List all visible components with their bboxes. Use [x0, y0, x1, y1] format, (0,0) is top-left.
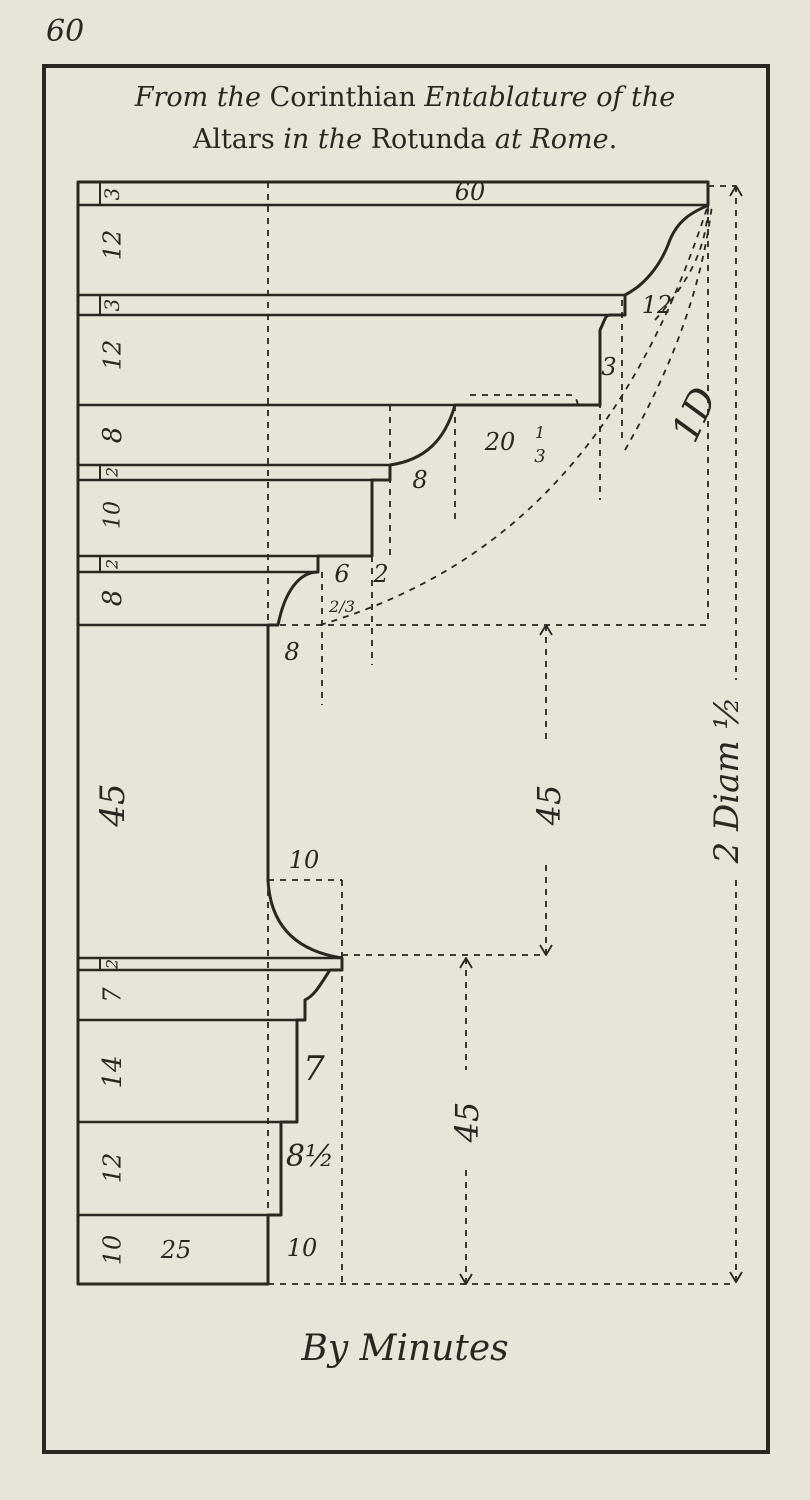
- title-run: Corinthian: [269, 82, 425, 113]
- title-run: at Rome: [494, 124, 609, 155]
- left-height-label: 3: [100, 299, 124, 312]
- left-height-label: 12: [98, 230, 126, 261]
- label-cornice-3: 3: [601, 353, 616, 381]
- label-base-8: 8: [284, 638, 299, 666]
- label-fillet-2: 2: [372, 560, 388, 588]
- left-height-label: 2: [103, 467, 122, 478]
- label-frac-2-3: 2/3: [328, 597, 355, 616]
- left-height-labels: 3 12 3 12 8 2 10 2 8 45 2 7 14 12 10: [93, 188, 133, 1266]
- label-corona-20: 20: [484, 428, 516, 456]
- title-run: Rotunda: [370, 124, 495, 155]
- dashed-construction-lines: [267, 182, 737, 1285]
- left-height-label: 10: [98, 1235, 126, 1266]
- plate-frame: [42, 64, 770, 1454]
- left-height-label: 8: [98, 590, 128, 607]
- label-base-7: 7: [303, 1049, 325, 1089]
- label-plinth-25: 25: [160, 1236, 192, 1264]
- label-frieze-10: 10: [289, 846, 320, 874]
- label-two-and-half-diameters: 2 Diam ½: [707, 697, 747, 865]
- title-line-2: Altars in the Rotunda at Rome.: [0, 124, 810, 155]
- profile-outline: [76, 180, 710, 1286]
- title-run: in the: [283, 124, 371, 155]
- label-corona-frac-num: 1: [535, 423, 545, 442]
- title-run: .: [608, 124, 618, 155]
- label-corona-frac-den: 3: [534, 446, 545, 467]
- title-run: Entablature of the: [424, 82, 676, 113]
- caption-by-minutes: By Minutes: [301, 1328, 509, 1369]
- page-number: 60: [46, 14, 85, 49]
- label-base-8-half: 8½: [286, 1139, 334, 1174]
- title-run: From the: [134, 82, 270, 113]
- arrowheads: [459, 185, 743, 1285]
- left-height-label: 14: [98, 1055, 128, 1088]
- label-top-width: 60: [455, 178, 486, 206]
- label-frieze-45: 45: [530, 785, 568, 827]
- label-ovolo-8: 8: [412, 466, 427, 494]
- left-height-label: 12: [98, 340, 126, 371]
- left-height-label: 2: [103, 959, 122, 970]
- title-run: Altars: [192, 124, 284, 155]
- member-lines: [78, 203, 708, 1217]
- title-line-1: From the Corinthian Entablature of the: [0, 82, 810, 113]
- left-height-label: 45: [93, 783, 133, 827]
- left-height-label: 7: [98, 987, 126, 1003]
- label-one-diameter: 1D: [663, 380, 726, 448]
- left-height-label: 8: [98, 427, 128, 444]
- label-plinth-10: 10: [287, 1234, 318, 1262]
- label-lower-45: 45: [448, 1102, 486, 1144]
- label-cornice-12: 12: [642, 291, 673, 319]
- left-height-label: 2: [103, 559, 122, 570]
- left-height-label: 10: [101, 501, 126, 529]
- left-height-label: 3: [100, 188, 124, 201]
- label-fillet-6: 6: [334, 560, 349, 588]
- left-height-label: 12: [98, 1153, 126, 1184]
